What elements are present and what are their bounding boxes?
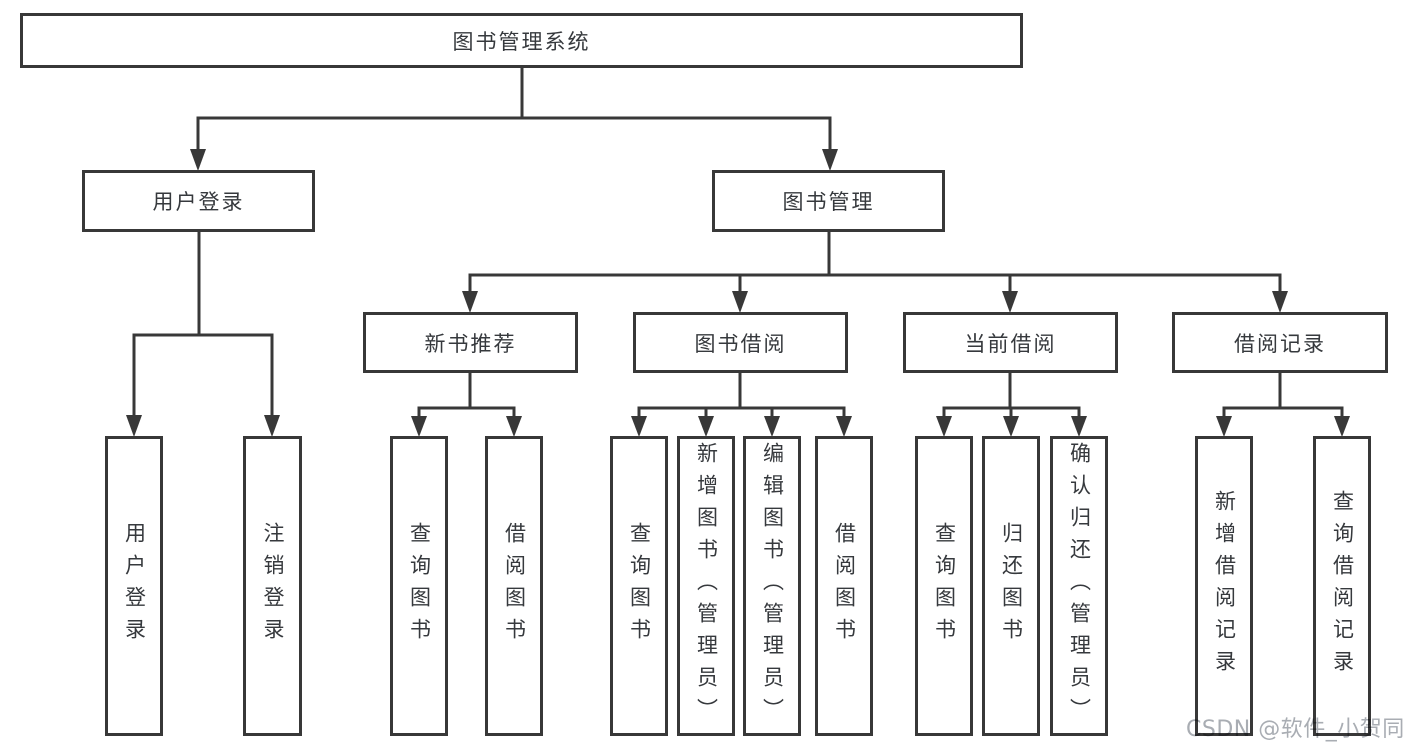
arrowhead: [1272, 291, 1288, 313]
leaf-cb-query-books: 查询图书: [915, 436, 973, 736]
arrowhead: [732, 291, 748, 313]
node-user-login-label: 用户登录: [152, 190, 245, 214]
arrowhead: [936, 416, 952, 437]
node-user-login: 用户登录: [82, 170, 315, 232]
arrowhead: [1071, 416, 1087, 437]
leaf-br-add-record: 新增借阅记录: [1195, 436, 1253, 736]
leaf-bb-borrow-books: 借阅图书: [815, 436, 873, 736]
arrowhead: [264, 415, 280, 437]
node-new-book-recommend: 新书推荐: [363, 312, 578, 373]
leaf-br-query-record-label: 查询借阅记录: [1330, 490, 1355, 682]
leaf-user-login: 用户登录: [105, 436, 163, 736]
leaf-bb-borrow-books-label: 借阅图书: [832, 522, 857, 650]
arrowhead: [462, 291, 478, 313]
node-book-borrow-label: 图书借阅: [694, 331, 787, 356]
arrowhead: [1003, 416, 1019, 437]
connector-new-book-recommend-to-leaves: [411, 371, 522, 437]
leaf-cb-return-books-label: 归还图书: [999, 522, 1024, 650]
arrowhead: [190, 149, 206, 171]
leaf-cb-return-books: 归还图书: [982, 436, 1040, 736]
leaf-cb-query-books-label: 查询图书: [932, 522, 957, 650]
leaf-nb-query-books: 查询图书: [390, 436, 448, 736]
arrowhead: [822, 149, 838, 171]
leaf-bb-edit-books-admin: 编辑图书（管理员）: [743, 436, 801, 736]
arrowhead: [506, 416, 522, 437]
leaf-bb-edit-books-admin-label: 编辑图书（管理员）: [760, 442, 785, 730]
leaf-bb-query-books-label: 查询图书: [627, 522, 652, 650]
connector-book-management-to-level3: [462, 230, 1288, 313]
leaf-bb-query-books: 查询图书: [610, 436, 668, 736]
arrowhead: [1216, 416, 1232, 437]
leaf-logout-login: 注销登录: [243, 436, 302, 736]
arrowhead: [764, 416, 780, 437]
connector-current-borrow-to-leaves: [936, 371, 1087, 437]
arrowhead: [1334, 416, 1350, 437]
connector-book-borrow-to-leaves: [631, 371, 852, 437]
node-borrow-record: 借阅记录: [1172, 312, 1388, 373]
arrowhead: [126, 415, 142, 437]
arrowhead: [698, 416, 714, 437]
arrowhead: [411, 416, 427, 437]
arrowhead: [836, 416, 852, 437]
leaf-logout-login-label: 注销登录: [261, 522, 285, 650]
arrowhead: [631, 416, 647, 437]
node-root-label: 图书管理系统: [452, 29, 591, 54]
node-current-borrow: 当前借阅: [903, 312, 1118, 373]
node-root: 图书管理系统: [20, 13, 1023, 68]
node-book-borrow: 图书借阅: [633, 312, 848, 373]
node-new-book-recommend-label: 新书推荐: [424, 331, 517, 356]
leaf-br-add-record-label: 新增借阅记录: [1212, 490, 1237, 682]
node-book-management-label: 图书管理: [782, 190, 875, 214]
leaf-cb-confirm-return-admin: 确认归还（管理员）: [1050, 436, 1108, 736]
node-borrow-record-label: 借阅记录: [1234, 331, 1326, 356]
arrowhead: [1002, 291, 1018, 313]
leaf-br-query-record: 查询借阅记录: [1313, 436, 1371, 736]
leaf-bb-add-books-admin-label: 新增图书（管理员）: [694, 442, 719, 730]
leaf-cb-confirm-return-admin-label: 确认归还（管理员）: [1067, 442, 1092, 730]
leaf-nb-query-books-label: 查询图书: [407, 522, 432, 650]
leaf-bb-add-books-admin: 新增图书（管理员）: [677, 436, 735, 736]
leaf-nb-borrow-books-label: 借阅图书: [502, 522, 527, 650]
leaf-user-login-label: 用户登录: [122, 522, 147, 650]
leaf-nb-borrow-books: 借阅图书: [485, 436, 543, 736]
connector-user-login-to-leaves: [126, 230, 280, 437]
node-current-borrow-label: 当前借阅: [964, 331, 1057, 356]
node-book-management: 图书管理: [712, 170, 945, 232]
connector-root-to-level2: [190, 66, 838, 171]
connector-borrow-record-to-leaves: [1216, 371, 1350, 437]
